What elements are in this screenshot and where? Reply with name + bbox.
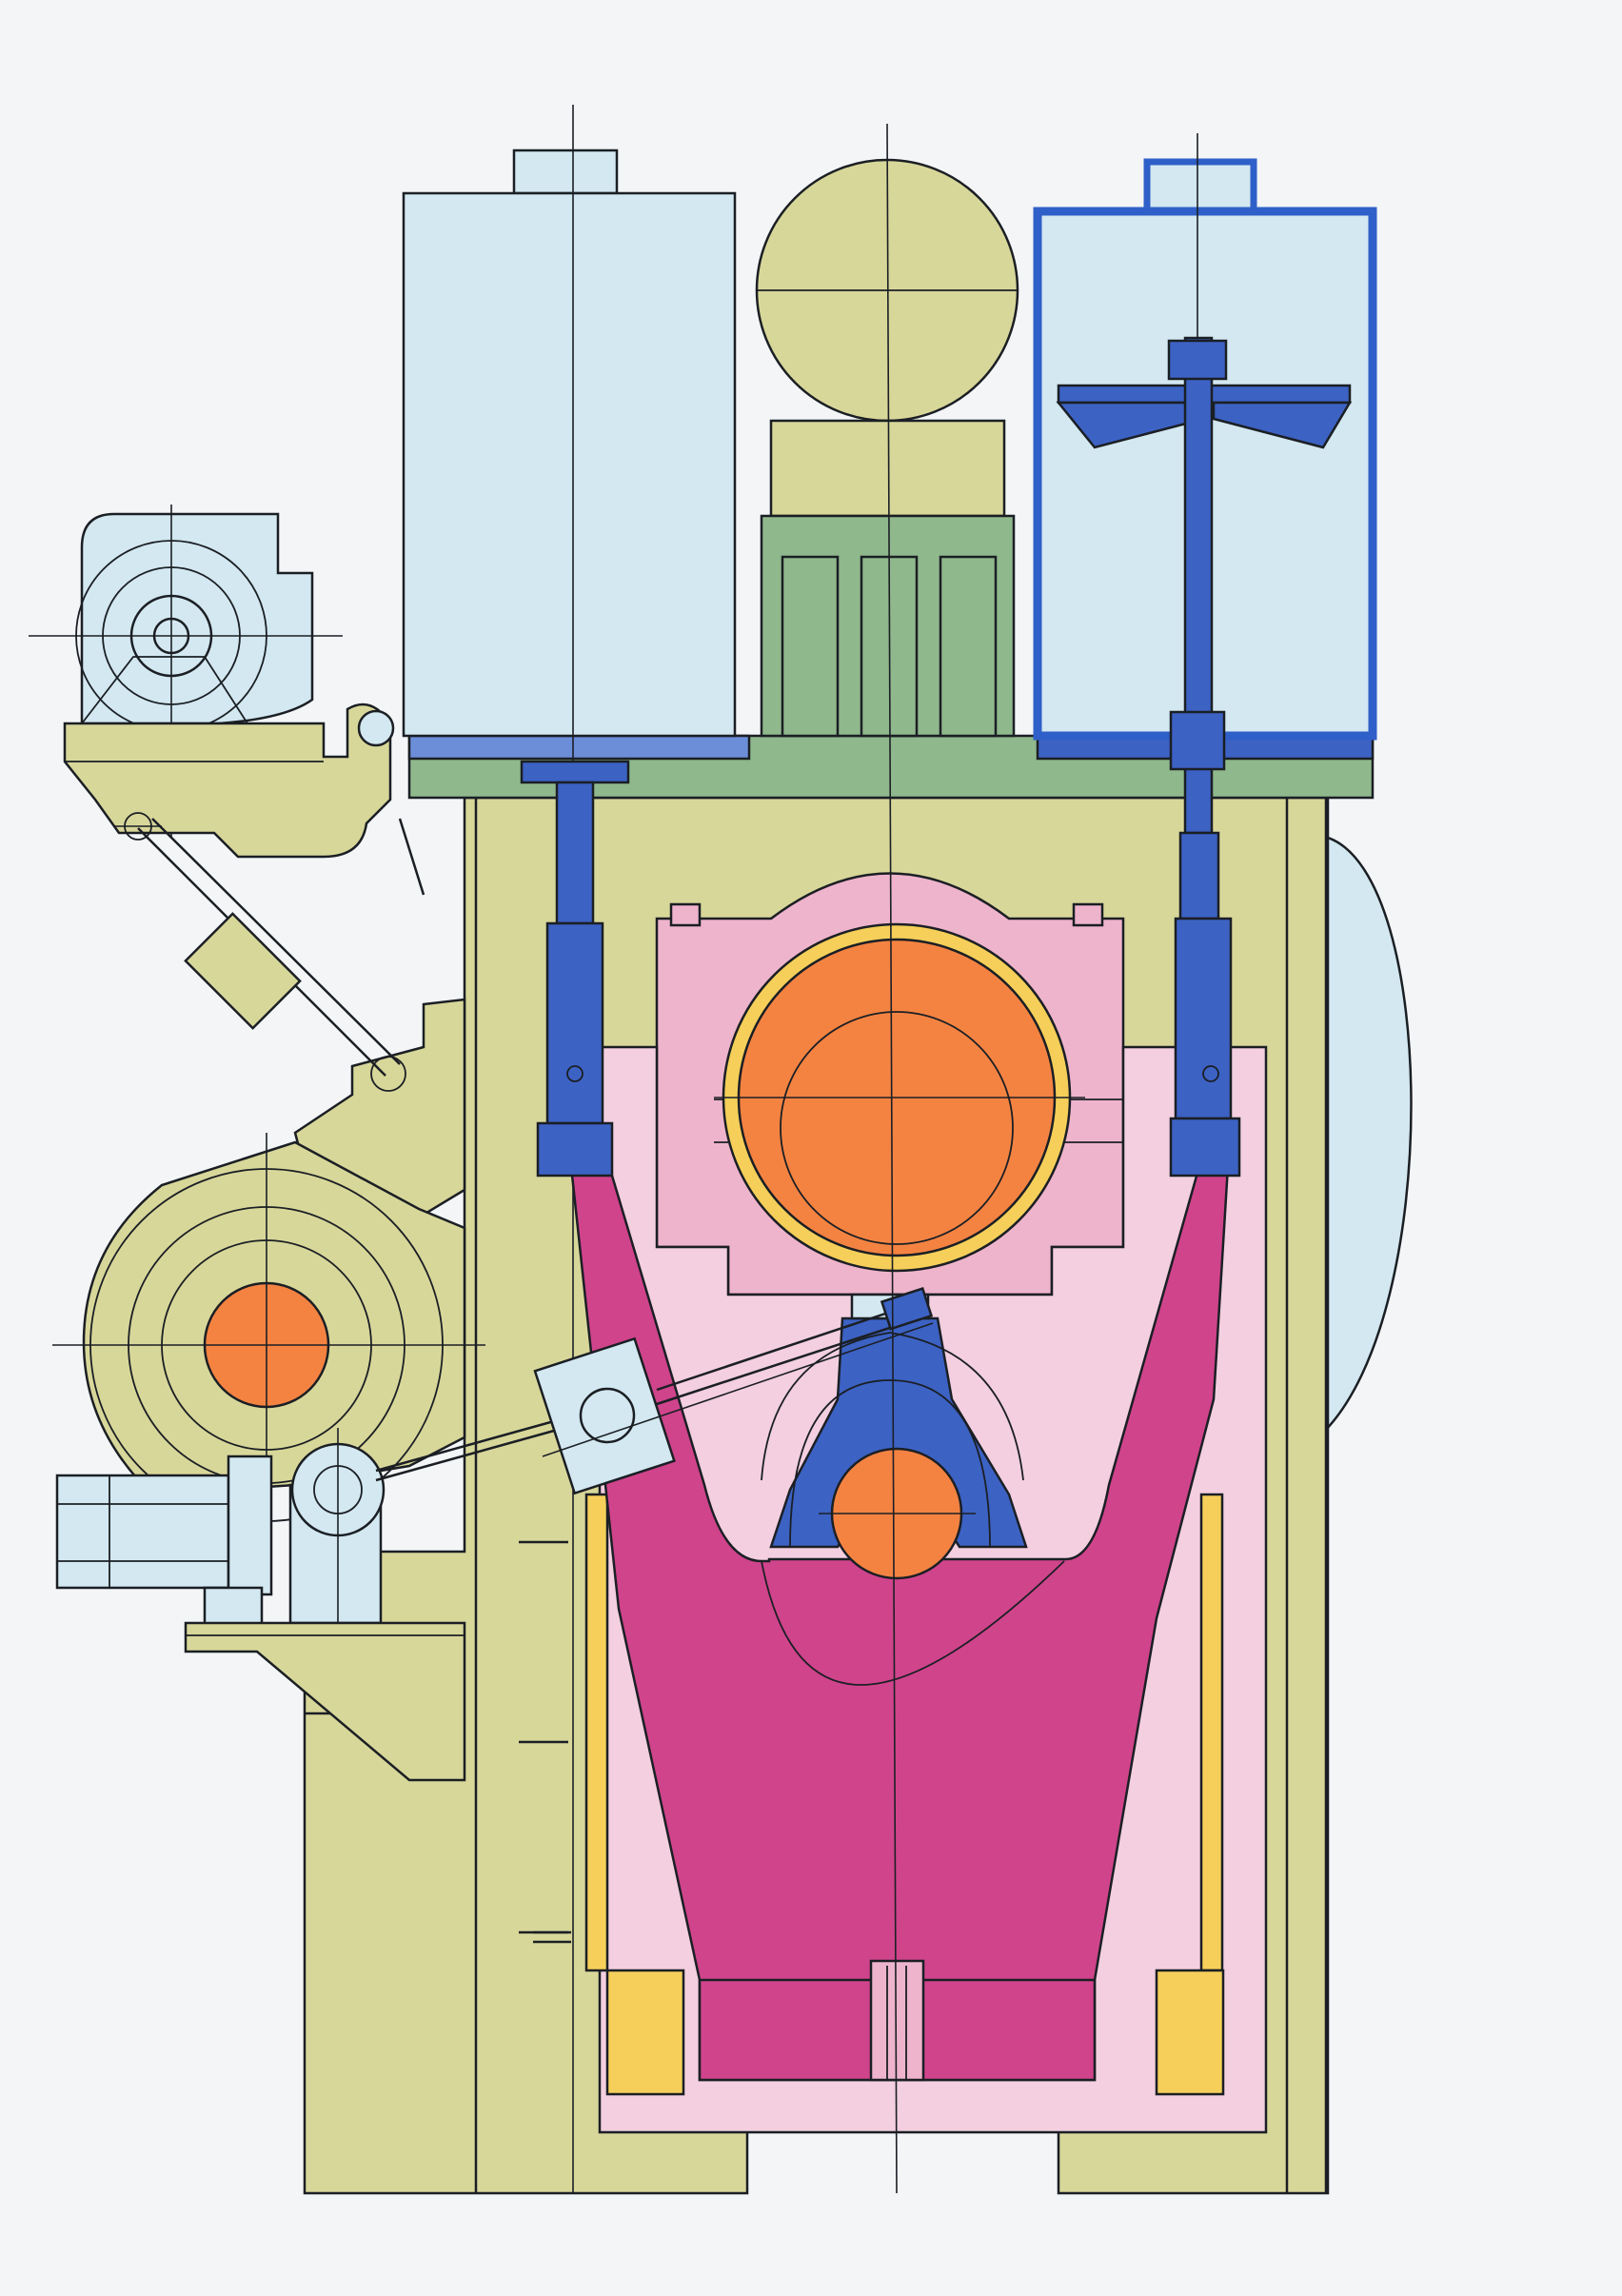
eccentric-pin (819, 1447, 976, 1580)
center-ball-valve (755, 158, 1019, 738)
left-reservoir-tank (402, 105, 737, 2193)
worm-gearbox (288, 1428, 386, 1625)
tension-adjuster (114, 812, 406, 1092)
flywheel-disc (1321, 836, 1413, 1436)
lower-drive-pulley (52, 1133, 485, 1522)
frame-bolts (533, 1930, 571, 1944)
upper-motor (29, 505, 343, 838)
left-pull-rod (520, 760, 630, 1178)
main-crankshaft (714, 922, 1085, 1273)
shut-height-linkage (375, 1287, 934, 1495)
upper-motor-bracket (63, 703, 425, 896)
motor-mount-shelf (184, 1621, 466, 1782)
lower-drive-motor (55, 1455, 273, 1633)
gib-liners (584, 1493, 1225, 2096)
ram-slide (569, 1164, 1230, 2082)
center-lines (886, 123, 898, 2194)
right-pull-rod (1167, 336, 1241, 1178)
